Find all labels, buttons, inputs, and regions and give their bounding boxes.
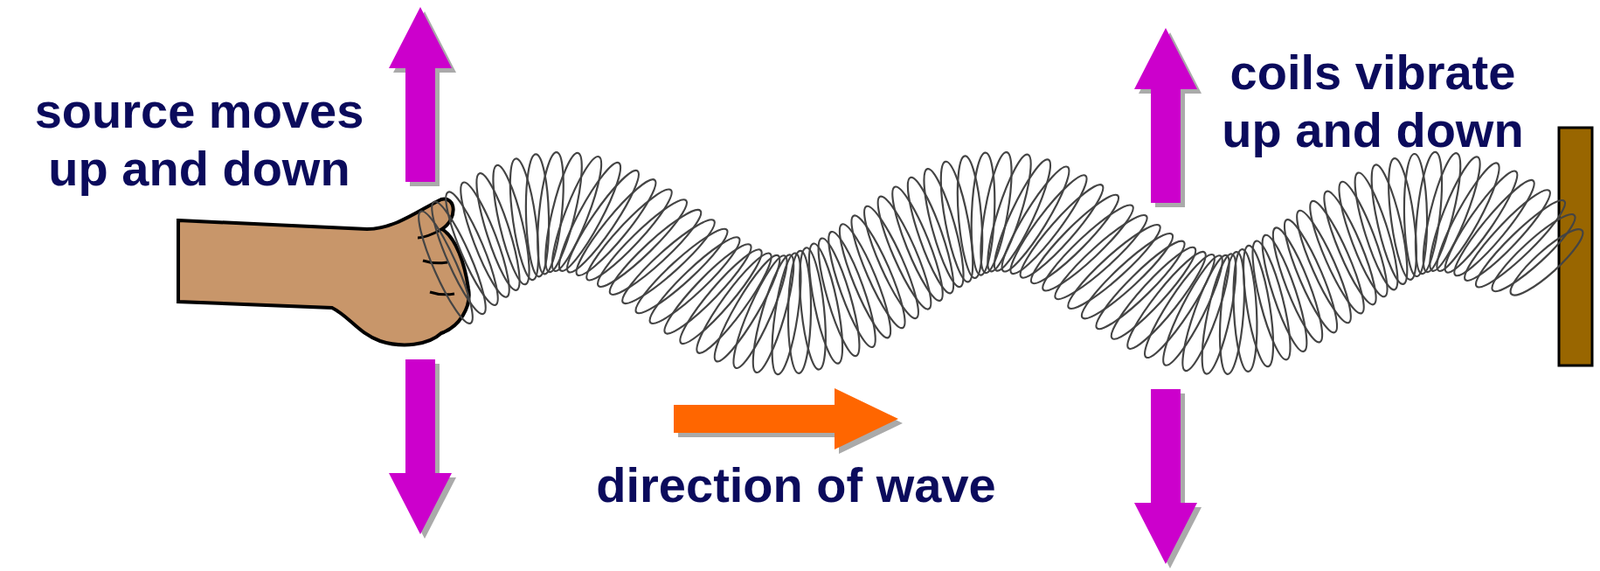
coil <box>969 152 998 276</box>
coil <box>1195 251 1244 376</box>
coil <box>1347 169 1407 293</box>
coil <box>550 157 629 277</box>
source-label: source moves up and down <box>6 82 392 198</box>
coil <box>1245 237 1298 362</box>
coil <box>856 201 928 323</box>
coil <box>802 241 850 366</box>
coil <box>745 251 802 376</box>
coil <box>533 151 568 276</box>
coil <box>544 152 610 276</box>
hand <box>178 199 470 346</box>
coil <box>900 173 963 298</box>
coil <box>410 206 481 328</box>
coil <box>1457 182 1559 288</box>
coil <box>568 173 665 283</box>
slinky-coils <box>410 150 1590 376</box>
coil <box>1485 207 1583 299</box>
coil <box>1288 206 1359 328</box>
coil <box>884 182 951 305</box>
coil <box>1428 158 1508 277</box>
coil <box>916 166 971 291</box>
coils-label: coils vibrate up and down <box>1206 43 1539 160</box>
coil <box>1230 248 1260 372</box>
coil <box>1237 243 1280 368</box>
coil <box>843 210 914 333</box>
coil <box>1002 168 1095 280</box>
coil <box>1503 221 1590 303</box>
coil <box>468 169 527 293</box>
coil <box>423 197 494 319</box>
coil <box>1276 214 1346 337</box>
direction-label: direction of wave <box>595 456 996 514</box>
coil <box>1302 196 1372 319</box>
coil <box>993 160 1078 278</box>
coil <box>1410 150 1447 275</box>
coil <box>559 164 647 278</box>
coil <box>979 151 1039 275</box>
motion-arrows <box>388 6 1202 568</box>
coil <box>934 159 980 284</box>
wave-direction-arrow <box>673 387 903 454</box>
coil <box>1436 165 1525 279</box>
coil <box>795 246 831 371</box>
